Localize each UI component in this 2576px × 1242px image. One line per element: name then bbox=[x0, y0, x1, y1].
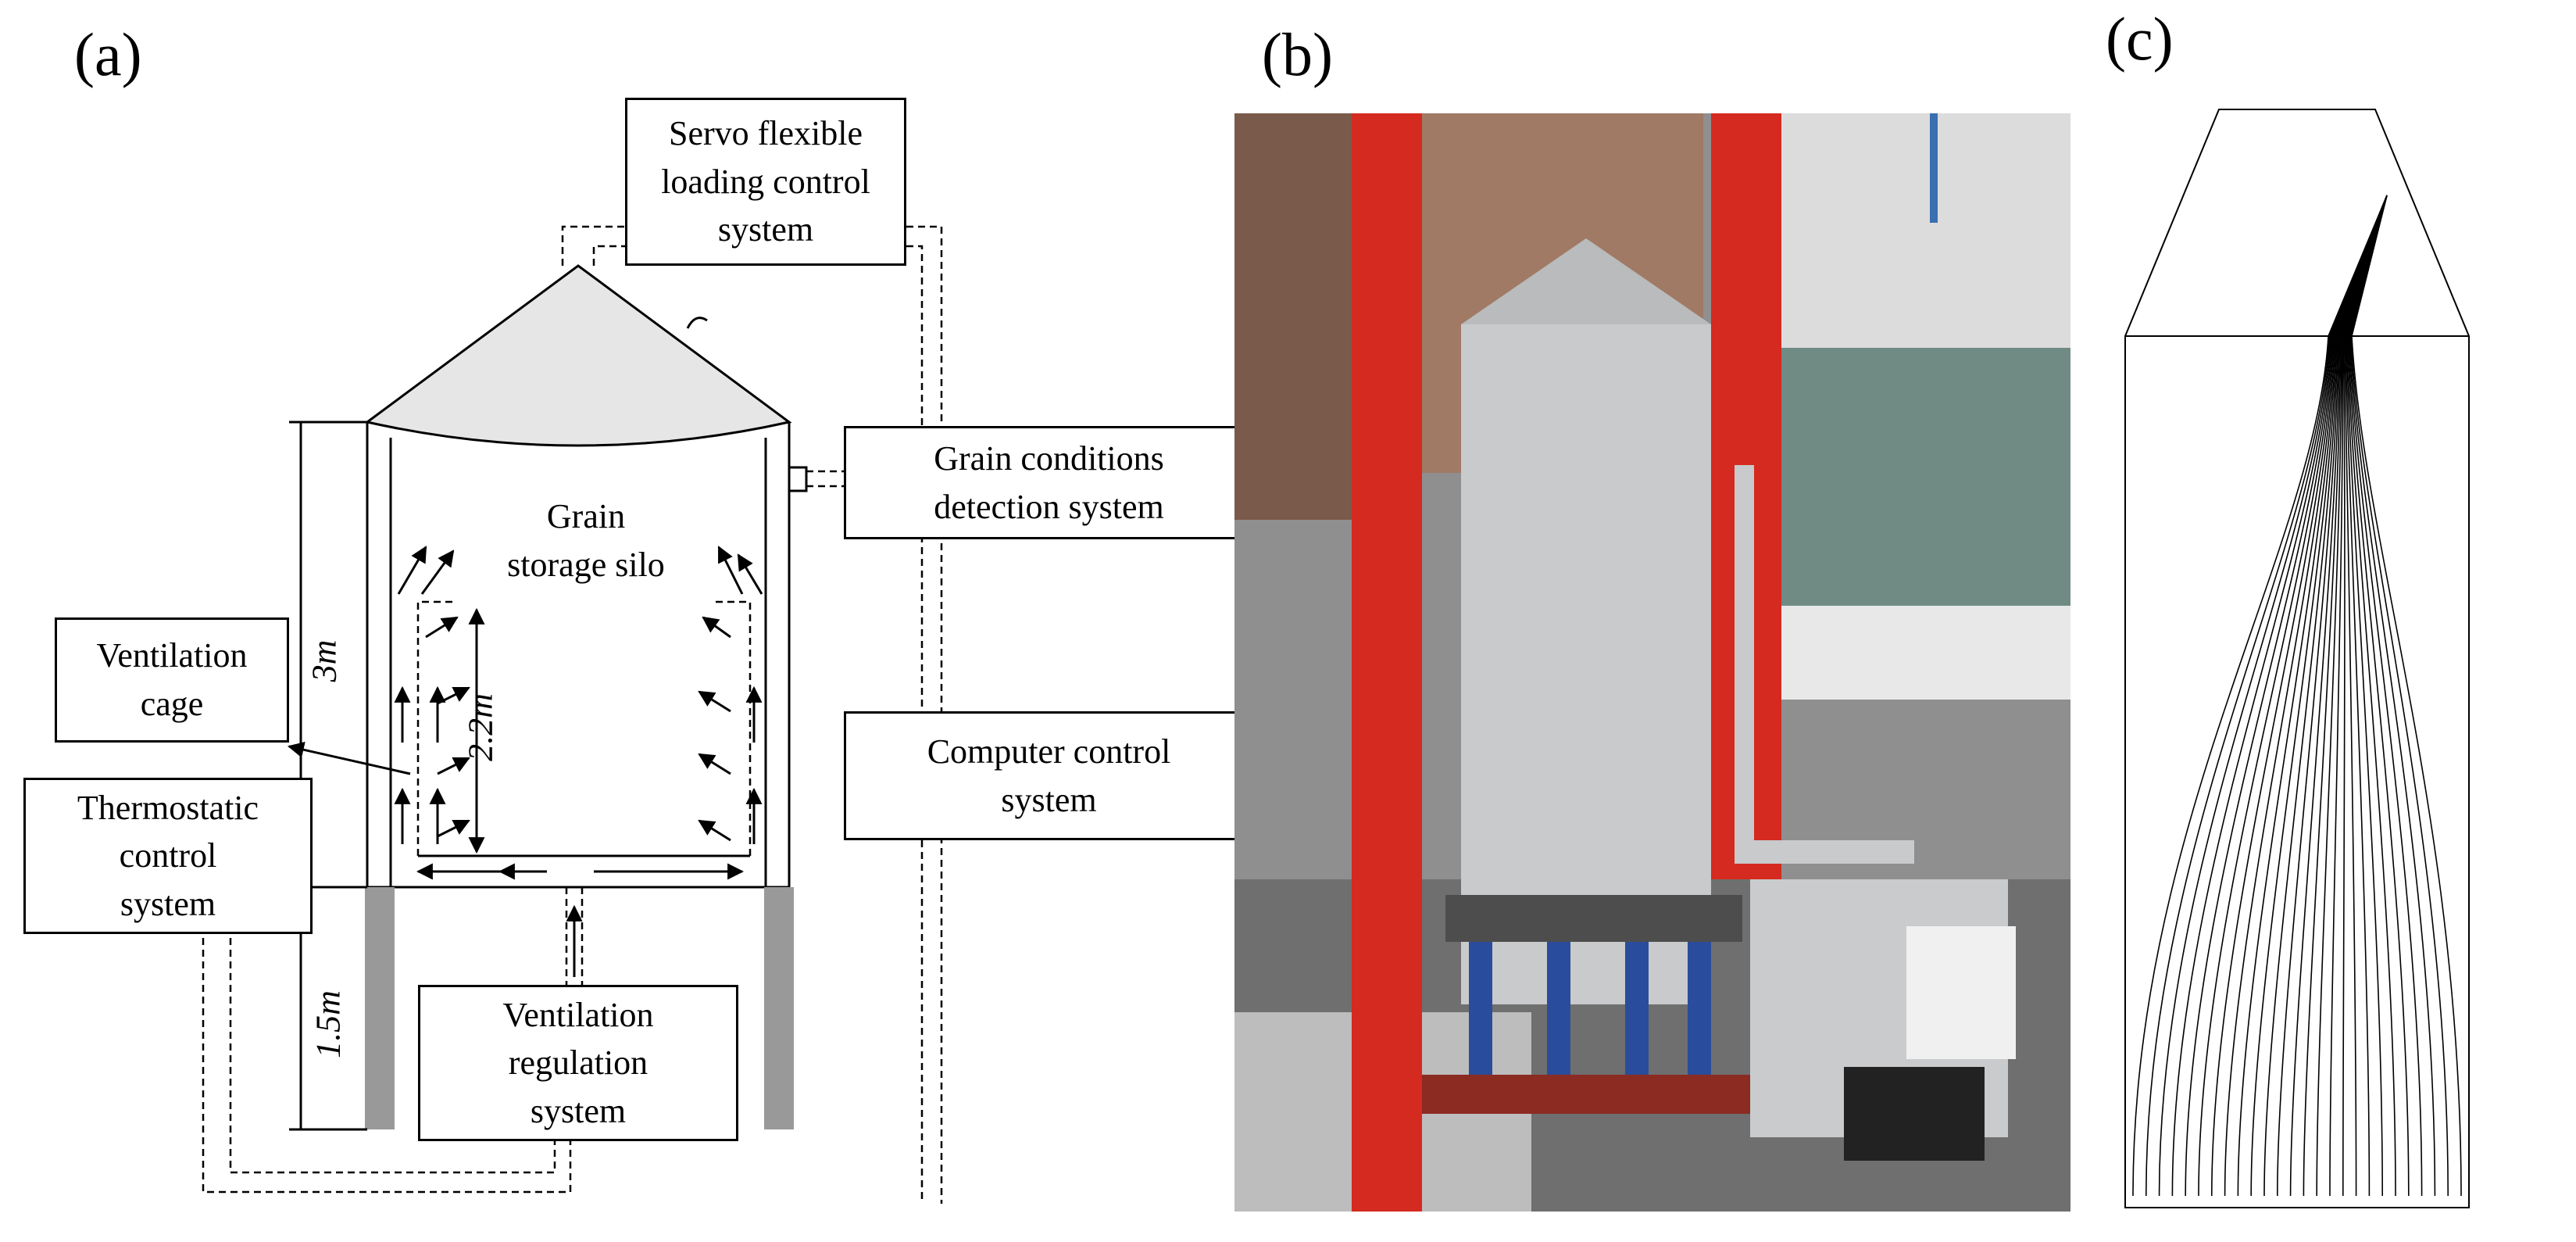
silo-schematic bbox=[202, 225, 943, 1204]
streamline bbox=[2277, 195, 2388, 1197]
streamline bbox=[2346, 195, 2396, 1197]
silo-roof bbox=[364, 264, 792, 447]
streamline bbox=[2158, 195, 2388, 1197]
streamline bbox=[2349, 195, 2436, 1197]
streamline bbox=[2343, 195, 2388, 1197]
silo-outline bbox=[2124, 109, 2470, 1208]
streamline bbox=[2342, 195, 2388, 1197]
streamline bbox=[2316, 195, 2388, 1197]
streamline bbox=[2185, 195, 2388, 1197]
streamline bbox=[2289, 195, 2388, 1197]
streamline bbox=[2345, 195, 2388, 1197]
streamline bbox=[2145, 195, 2388, 1197]
servo-pipe bbox=[561, 225, 943, 1204]
streamline bbox=[2211, 195, 2388, 1197]
streamline bbox=[2303, 195, 2388, 1197]
streamline bbox=[2250, 195, 2388, 1197]
streamline bbox=[2237, 195, 2388, 1197]
streamline bbox=[2347, 195, 2410, 1197]
grain-detection-box: Grain conditions detection system bbox=[844, 426, 1254, 539]
panel-label-a: (a) bbox=[74, 20, 142, 88]
streamline bbox=[2198, 195, 2388, 1197]
silo-label: Grain storage silo bbox=[507, 497, 665, 584]
streamline bbox=[2349, 195, 2449, 1197]
thermostatic-control-box: Thermostatic control system bbox=[23, 778, 313, 934]
silo-walls bbox=[366, 422, 791, 889]
streamline bbox=[2132, 195, 2388, 1197]
ventilation-regulation-box: Ventilation regulation system bbox=[418, 985, 738, 1141]
servo-control-box: Servo flexible loading control system bbox=[625, 98, 906, 266]
silo-leg-left bbox=[365, 887, 395, 1129]
panel-label-c: (c) bbox=[2106, 5, 2174, 73]
streamline bbox=[2348, 195, 2423, 1197]
ventilation-cage-outline bbox=[416, 600, 752, 856]
streamline bbox=[2224, 195, 2388, 1197]
streamline bbox=[2171, 195, 2388, 1197]
ventilation-cage-box: Ventilation cage bbox=[55, 617, 289, 743]
silo-photo bbox=[1234, 113, 2070, 1212]
computer-control-box: Computer control system bbox=[844, 711, 1254, 840]
streamline bbox=[2329, 195, 2388, 1197]
silo-leg-right bbox=[764, 887, 794, 1129]
streamline bbox=[2344, 195, 2388, 1197]
streamline bbox=[2263, 195, 2388, 1197]
panel-label-b: (b) bbox=[1262, 20, 1333, 88]
thermo-pipe bbox=[202, 926, 572, 1194]
streamline bbox=[2351, 195, 2462, 1197]
